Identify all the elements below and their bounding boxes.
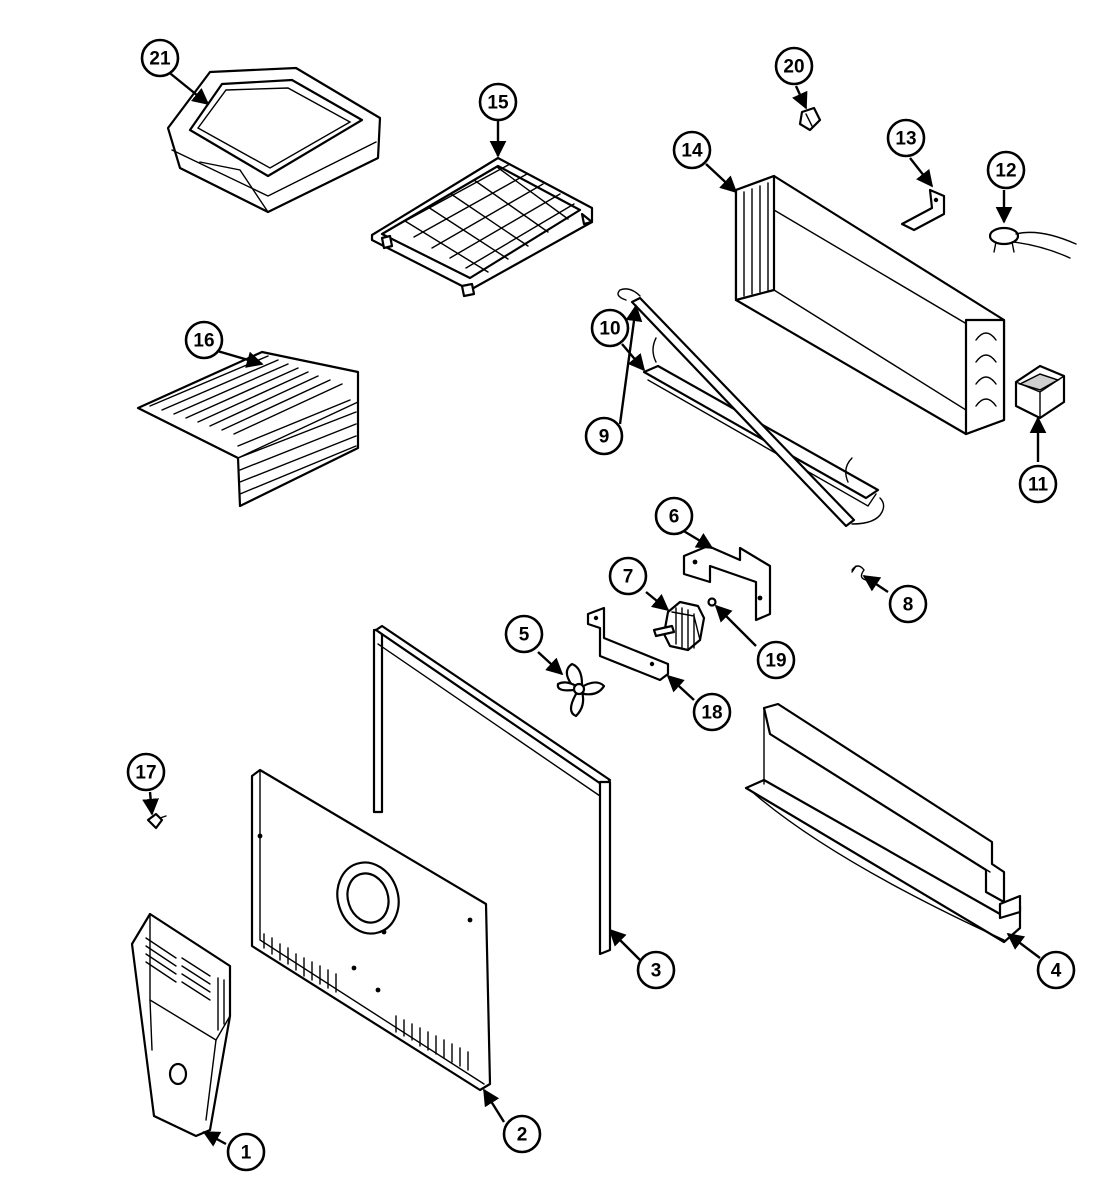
part-9-heater [617, 288, 885, 528]
part-19-screw [707, 597, 717, 607]
part-14-evaporator [734, 174, 1006, 436]
svg-text:4: 4 [1051, 961, 1062, 982]
part-2-rear-panel [250, 768, 492, 1092]
part-8-clip [851, 565, 867, 581]
leader-20 [792, 85, 808, 110]
part-11-block [1014, 364, 1066, 420]
svg-text:14: 14 [681, 141, 703, 162]
leader-10 [621, 343, 646, 372]
callout-14: 14 [672, 130, 712, 170]
part-20-plug [798, 106, 822, 132]
leader-9 [618, 304, 643, 425]
svg-text:21: 21 [149, 49, 171, 70]
callout-10: 10 [590, 308, 630, 348]
svg-text:6: 6 [669, 507, 680, 528]
svg-text:13: 13 [895, 129, 916, 150]
svg-text:18: 18 [701, 703, 722, 724]
callout-15: 15 [478, 82, 518, 122]
part-12-sensor [988, 226, 1077, 259]
svg-text:19: 19 [765, 651, 786, 672]
leader-13 [909, 157, 934, 188]
part-6-bracket [682, 544, 772, 622]
svg-text:8: 8 [903, 595, 914, 616]
callout-5: 5 [504, 614, 544, 654]
callout-6: 6 [654, 496, 694, 536]
part-3-gasket [372, 624, 612, 956]
callout-8: 8 [888, 584, 928, 624]
leader-8 [862, 575, 889, 593]
part-5-fan-blade [556, 662, 606, 718]
leader-6 [681, 528, 714, 550]
leader-5 [537, 651, 564, 676]
leader-7 [645, 591, 670, 612]
callout-19: 19 [756, 640, 796, 680]
svg-text:12: 12 [995, 161, 1016, 182]
leader-14 [705, 163, 738, 194]
callout-12: 12 [986, 150, 1026, 190]
leader-lines [142, 69, 1047, 1147]
svg-text:11: 11 [1028, 475, 1049, 496]
part-16-wire-shelf [136, 350, 360, 508]
leader-3 [608, 928, 641, 961]
callout-21: 21 [140, 38, 180, 78]
leader-2 [482, 1088, 506, 1123]
callout-4: 4 [1036, 950, 1076, 990]
part-21-ice-bin [166, 66, 382, 214]
callout-7: 7 [608, 556, 648, 596]
callout-2: 2 [502, 1114, 542, 1154]
svg-text:9: 9 [599, 427, 610, 448]
svg-text:5: 5 [519, 625, 530, 646]
part-18-bracket [586, 606, 670, 682]
callout-13: 13 [886, 118, 926, 158]
callout-9: 9 [584, 416, 624, 456]
svg-text:15: 15 [487, 93, 509, 114]
leader-18 [666, 674, 695, 701]
part-4-trough [744, 702, 1022, 944]
svg-text:3: 3 [651, 961, 662, 982]
callout-18: 18 [692, 692, 732, 732]
svg-text:7: 7 [623, 567, 634, 588]
svg-text:1: 1 [241, 1143, 252, 1164]
leader-1 [202, 1130, 227, 1147]
callout-11: 11 [1018, 464, 1058, 504]
svg-text:10: 10 [599, 319, 620, 340]
svg-text:17: 17 [135, 763, 156, 784]
part-13-bracket [900, 188, 946, 232]
callout-3: 3 [636, 950, 676, 990]
leader-17 [142, 791, 159, 816]
part-15-ice-tray [370, 156, 594, 298]
part-17-screw [146, 812, 167, 830]
leader-19 [714, 604, 757, 647]
callout-16: 16 [184, 320, 224, 360]
callout-20: 20 [774, 46, 814, 86]
svg-text:2: 2 [517, 1125, 528, 1146]
leader-4 [1006, 932, 1041, 959]
svg-text:20: 20 [783, 57, 804, 78]
part-1-vent-cover [130, 912, 232, 1138]
svg-text:16: 16 [193, 331, 214, 352]
callout-1: 1 [226, 1132, 266, 1172]
callout-bubbles: 21 15 20 14 13 12 16 10 9 11 6 7 8 5 19 … [126, 38, 1076, 1172]
part-7-fan-motor [652, 600, 706, 652]
leader-16 [213, 348, 264, 368]
leader-21 [165, 69, 210, 106]
callout-17: 17 [126, 752, 166, 792]
